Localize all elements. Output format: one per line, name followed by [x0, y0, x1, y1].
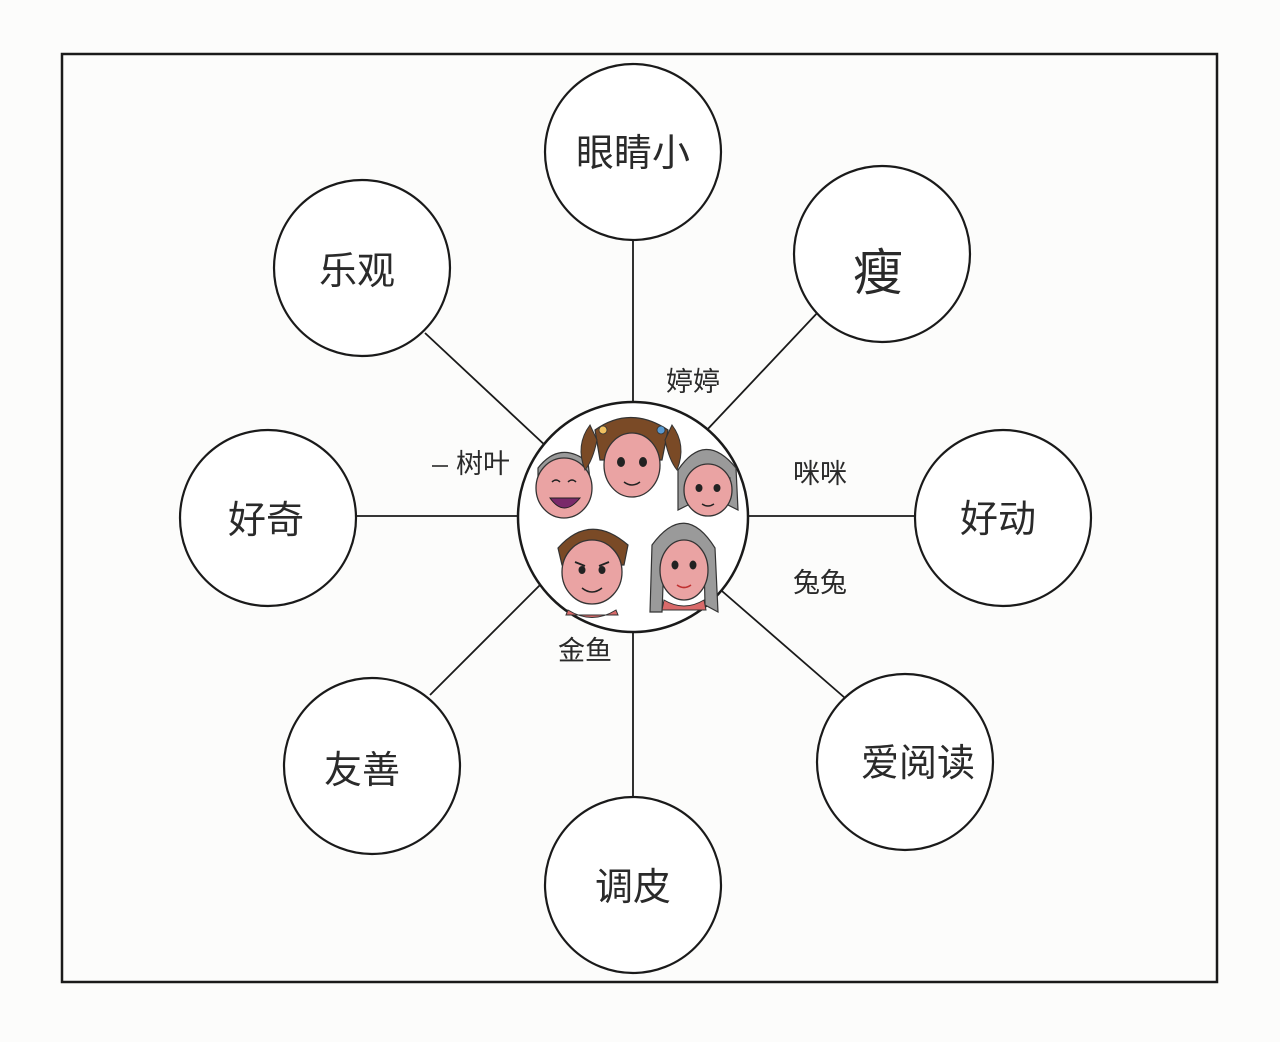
node-right: 好动 [913, 428, 1093, 608]
name-label-tutu: 兔兔 [793, 568, 847, 599]
node-bottom-left: 友善 [282, 676, 462, 856]
line-bottom-left [429, 584, 541, 696]
node-circle [913, 428, 1093, 608]
node-circle [543, 795, 723, 975]
node-circle [543, 62, 723, 242]
trait-label-bottom-left: 友善 [324, 748, 400, 792]
node-circle [792, 164, 972, 344]
line-top-right [704, 309, 821, 433]
face-jinyu-illustration [557, 528, 629, 618]
node-top-left: 乐观 [272, 178, 452, 358]
trait-label-top-left: 乐观 [319, 249, 395, 293]
node-left: 好奇 [178, 428, 358, 608]
face-shuye-illustration [535, 451, 593, 519]
trait-label-left: 好奇 [228, 498, 304, 542]
node-top: 眼睛小 [543, 62, 723, 242]
trait-label-top: 眼睛小 [576, 131, 690, 175]
face-tingting-illustration [580, 416, 682, 498]
node-bottom: 调皮 [543, 795, 723, 975]
line-top-left [424, 332, 549, 449]
node-circle [282, 676, 462, 856]
trait-label-bottom: 调皮 [595, 865, 671, 909]
frame-border [60, 52, 1219, 984]
face-tutu-illustration [649, 522, 719, 614]
trait-label-right: 好动 [960, 497, 1036, 541]
name-label-jinyu: 金鱼 [558, 636, 612, 667]
node-circle [272, 178, 452, 358]
name-label-mimi: 咪咪 [793, 459, 847, 490]
node-top-right: 瘦 [792, 164, 972, 344]
trait-label-top-right: 瘦 [853, 244, 903, 302]
node-circle [815, 672, 995, 852]
node-circle [178, 428, 358, 608]
name-label-tingting: 婷婷 [666, 367, 720, 398]
line-bottom-right [714, 584, 846, 699]
face-mimi-illustration [677, 448, 739, 517]
trait-label-bottom-right: 爱阅读 [861, 741, 975, 785]
connector-lines [357, 240, 915, 800]
name-label-shuye: 树叶 [456, 449, 510, 480]
center-node [516, 400, 750, 634]
node-bottom-right: 爱阅读 [815, 672, 995, 852]
